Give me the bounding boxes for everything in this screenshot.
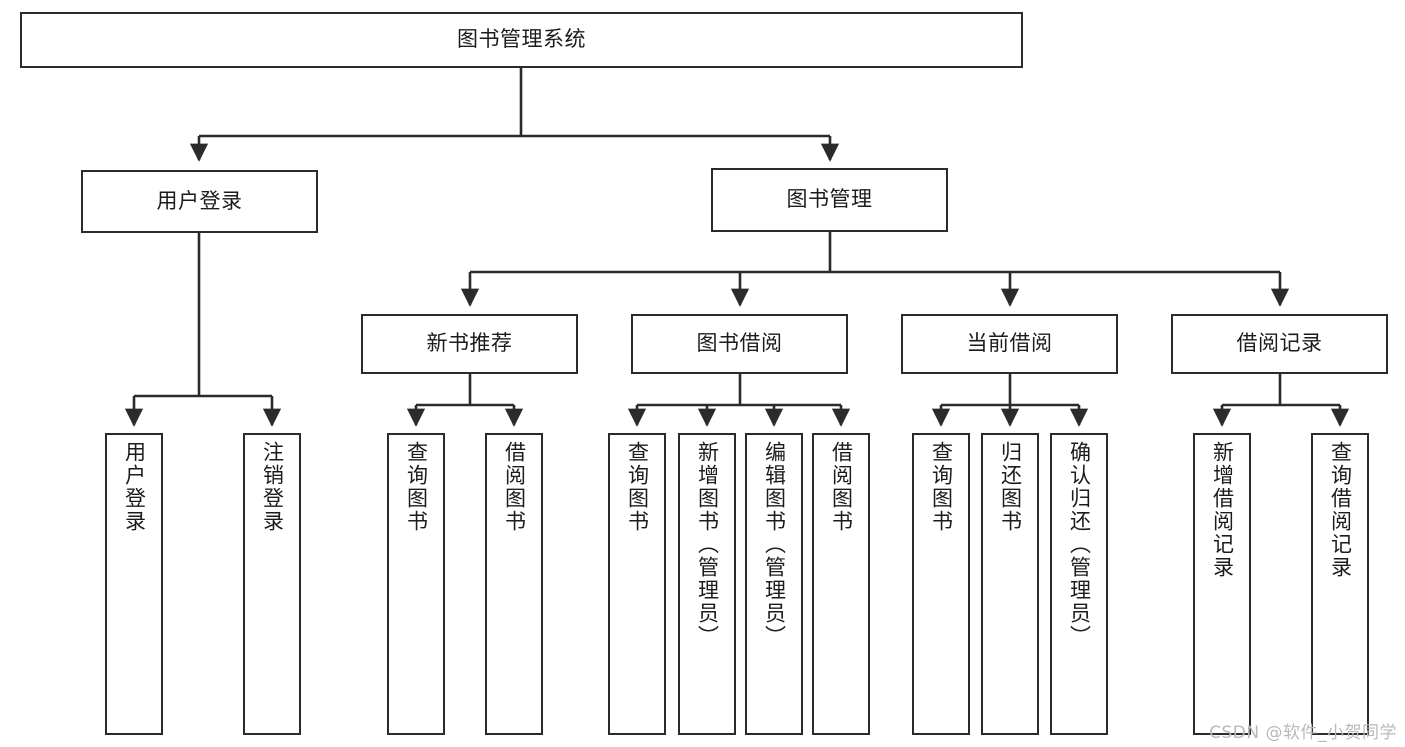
leaf-confirm-return[interactable]: 确认归还（管理员） bbox=[1050, 433, 1108, 735]
node-root-label: 图书管理系统 bbox=[457, 27, 586, 52]
leaf-borrow-book-1[interactable]: 借阅图书 bbox=[485, 433, 543, 735]
node-book-management[interactable]: 图书管理 bbox=[711, 168, 948, 232]
leaf-logout[interactable]: 注销登录 bbox=[243, 433, 301, 735]
leaf-borrow-book-2[interactable]: 借阅图书 bbox=[812, 433, 870, 735]
leaf-logout-label: 注销登录 bbox=[260, 441, 285, 533]
leaf-add-record-label: 新增借阅记录 bbox=[1210, 441, 1235, 579]
node-book-management-label: 图书管理 bbox=[786, 187, 873, 212]
leaf-borrow-book-1-label: 借阅图书 bbox=[502, 441, 527, 533]
node-user-login-label: 用户登录 bbox=[156, 188, 243, 213]
node-current-borrow-label: 当前借阅 bbox=[966, 331, 1053, 356]
leaf-edit-book-label: 编辑图书（管理员） bbox=[762, 441, 787, 648]
leaf-query-book-1-label: 查询图书 bbox=[404, 441, 429, 533]
node-user-login[interactable]: 用户登录 bbox=[81, 170, 318, 233]
leaf-query-book-3[interactable]: 查询图书 bbox=[912, 433, 970, 735]
node-borrow-record[interactable]: 借阅记录 bbox=[1171, 314, 1388, 374]
leaf-add-book-label: 新增图书（管理员） bbox=[695, 441, 720, 648]
leaf-confirm-return-label: 确认归还（管理员） bbox=[1067, 441, 1092, 648]
leaf-query-book-2-label: 查询图书 bbox=[625, 441, 650, 533]
node-new-book-recommend-label: 新书推荐 bbox=[426, 331, 513, 356]
node-current-borrow[interactable]: 当前借阅 bbox=[901, 314, 1118, 374]
leaf-borrow-book-2-label: 借阅图书 bbox=[829, 441, 854, 533]
leaf-return-book[interactable]: 归还图书 bbox=[981, 433, 1039, 735]
leaf-query-record-label: 查询借阅记录 bbox=[1328, 441, 1353, 579]
leaf-add-book[interactable]: 新增图书（管理员） bbox=[678, 433, 736, 735]
node-root[interactable]: 图书管理系统 bbox=[20, 12, 1023, 68]
leaf-add-record[interactable]: 新增借阅记录 bbox=[1193, 433, 1251, 735]
node-borrow-record-label: 借阅记录 bbox=[1236, 331, 1323, 356]
leaf-edit-book[interactable]: 编辑图书（管理员） bbox=[745, 433, 803, 735]
node-book-borrow[interactable]: 图书借阅 bbox=[631, 314, 848, 374]
leaf-query-record[interactable]: 查询借阅记录 bbox=[1311, 433, 1369, 735]
leaf-query-book-2[interactable]: 查询图书 bbox=[608, 433, 666, 735]
leaf-query-book-3-label: 查询图书 bbox=[929, 441, 954, 533]
leaf-user-login[interactable]: 用户登录 bbox=[105, 433, 163, 735]
leaf-return-book-label: 归还图书 bbox=[998, 441, 1023, 533]
leaf-user-login-label: 用户登录 bbox=[122, 441, 147, 533]
node-new-book-recommend[interactable]: 新书推荐 bbox=[361, 314, 578, 374]
node-book-borrow-label: 图书借阅 bbox=[696, 331, 783, 356]
csdn-watermark: CSDN @软件_小贺同学 bbox=[1209, 723, 1397, 743]
leaf-query-book-1[interactable]: 查询图书 bbox=[387, 433, 445, 735]
